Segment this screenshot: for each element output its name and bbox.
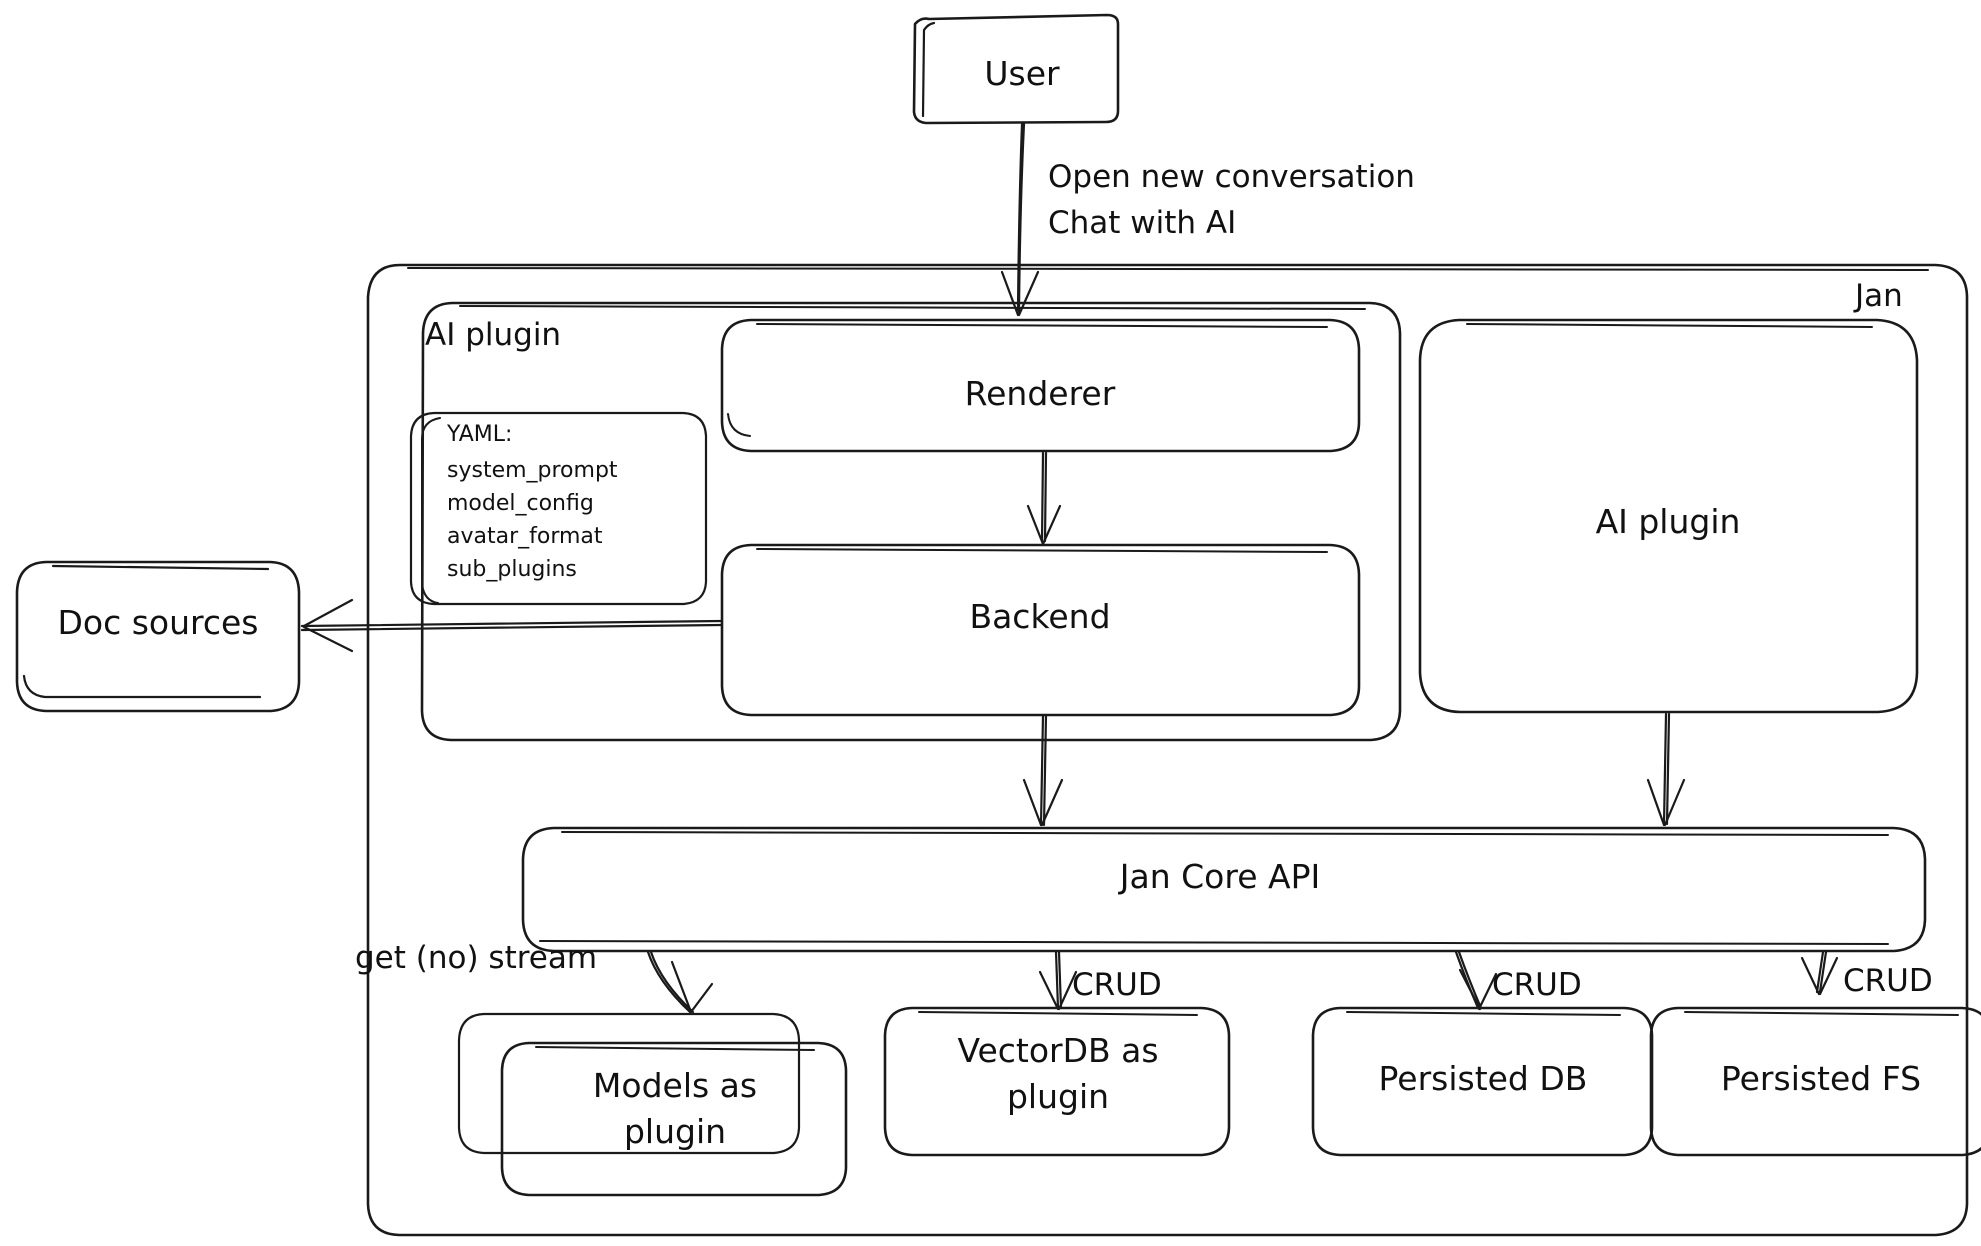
node-yaml-note-title: YAML: (446, 422, 512, 447)
edge-backend-to-core (1022, 713, 1064, 827)
node-vectordb-plugin-label-line2: plugin (1007, 1077, 1109, 1116)
node-backend[interactable]: Backend (720, 543, 1361, 717)
edge-core-to-fs-label: CRUD (1843, 963, 1933, 999)
edge-core-to-models-label: get (no) stream (355, 940, 597, 976)
node-yaml-note-line-3: sub_plugins (447, 557, 577, 582)
node-jan-core-api[interactable]: Jan Core API (521, 826, 1927, 953)
node-persisted-db[interactable]: Persisted DB (1311, 1006, 1654, 1157)
node-persisted-db-label: Persisted DB (1379, 1059, 1588, 1098)
edge-user-to-renderer-label-line2: Chat with AI (1048, 205, 1236, 241)
node-vectordb-plugin-label-line1: VectorDB as (957, 1031, 1158, 1070)
node-vectordb-plugin[interactable]: VectorDB as plugin (883, 1006, 1231, 1157)
edge-core-to-models: get (no) stream (355, 940, 714, 1014)
edge-core-to-vectordb: CRUD (1038, 950, 1162, 1011)
edge-backend-to-doc-sources (300, 598, 724, 653)
node-ai-plugin-right[interactable]: AI plugin (1418, 318, 1919, 714)
node-renderer-label: Renderer (965, 374, 1116, 413)
edge-core-to-db-label: CRUD (1492, 967, 1582, 1003)
node-renderer[interactable]: Renderer (720, 318, 1361, 453)
node-yaml-note-line-0: system_prompt (447, 458, 618, 483)
node-doc-sources-label: Doc sources (57, 603, 258, 642)
node-persisted-fs-label: Persisted FS (1721, 1059, 1921, 1098)
edge-ai-plugin-to-core (1646, 712, 1686, 827)
node-persisted-fs[interactable]: Persisted FS (1649, 1006, 1981, 1157)
node-models-plugin-label-line2: plugin (624, 1112, 726, 1151)
node-yaml-note-line-1: model_config (447, 491, 594, 516)
node-jan-core-api-label: Jan Core API (1118, 857, 1320, 896)
node-ai-plugin-right-label: AI plugin (1596, 502, 1741, 541)
node-user-label: User (984, 54, 1060, 93)
edge-user-to-renderer: Open new conversation Chat with AI (1000, 122, 1415, 317)
edge-core-to-vectordb-label: CRUD (1072, 967, 1162, 1003)
node-yaml-note-line-2: avatar_format (447, 524, 603, 549)
edge-user-to-renderer-label-line1: Open new conversation (1048, 159, 1415, 195)
node-jan-container[interactable]: Jan (366, 263, 1969, 1237)
node-ai-plugin-group[interactable]: AI plugin (420, 301, 1402, 742)
node-models-plugin-label-line1: Models as (593, 1066, 757, 1105)
edge-core-to-db: CRUD (1454, 950, 1582, 1011)
edge-renderer-to-backend (1026, 451, 1062, 546)
node-ai-plugin-group-label: AI plugin (425, 317, 561, 353)
node-jan-container-label: Jan (1853, 278, 1903, 314)
node-backend-label: Backend (969, 597, 1110, 636)
edge-core-to-fs: CRUD (1800, 950, 1933, 999)
node-user[interactable]: User (912, 13, 1120, 125)
node-models-plugin[interactable]: Models as plugin (457, 1012, 848, 1197)
node-yaml-note[interactable]: YAML: system_prompt model_config avatar_… (409, 411, 708, 606)
node-doc-sources[interactable]: Doc sources (15, 560, 301, 713)
